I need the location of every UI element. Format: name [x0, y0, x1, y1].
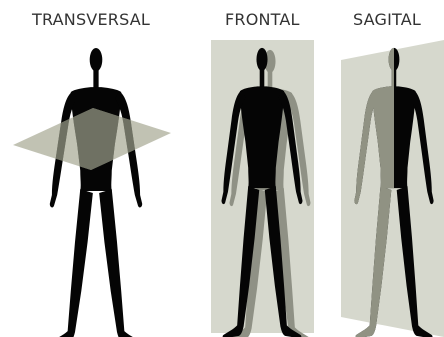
- sagital-panel: [341, 40, 444, 337]
- transversal-panel: [13, 48, 171, 337]
- frontal-panel: [211, 40, 314, 337]
- transversal-figure: [50, 48, 142, 337]
